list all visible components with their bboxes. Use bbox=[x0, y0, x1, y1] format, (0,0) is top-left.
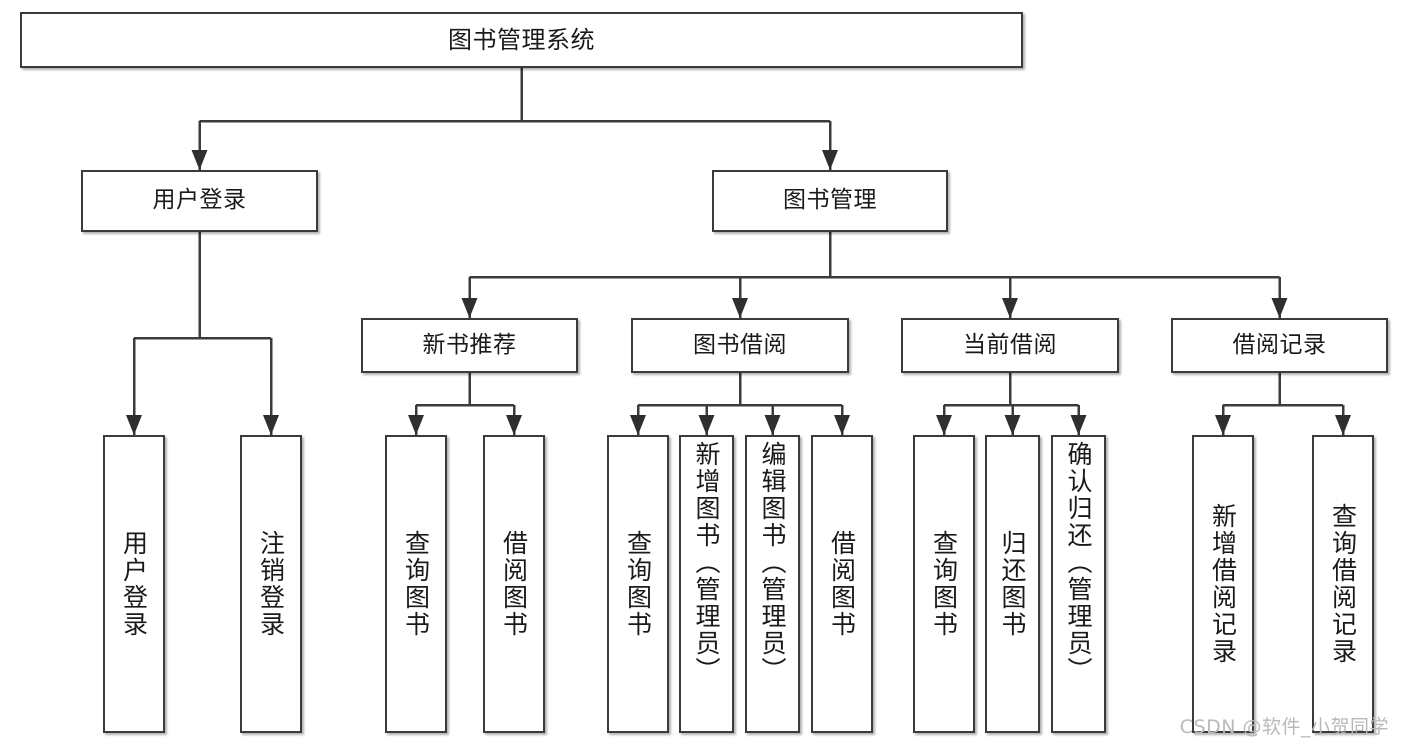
node-leaf-borrow-book-2: 借阅图书 bbox=[811, 435, 873, 733]
arrow-head bbox=[764, 415, 781, 435]
node-leaf-query-book-2: 查询图书 bbox=[607, 435, 669, 733]
node-leaf-edit-book: 编辑图书（管理员） bbox=[745, 435, 800, 733]
arrow-head bbox=[936, 415, 952, 435]
arrow-head bbox=[506, 415, 522, 435]
node-label: 用户登录 bbox=[119, 530, 149, 638]
node-l3-current-borrow: 当前借阅 bbox=[901, 318, 1119, 373]
node-label: 图书借阅 bbox=[693, 331, 787, 358]
node-leaf-add-book: 新增图书（管理员） bbox=[679, 435, 734, 733]
node-label: 图书管理 bbox=[783, 187, 877, 214]
node-leaf-query-book-3: 查询图书 bbox=[913, 435, 975, 733]
node-leaf-borrow-book-1: 借阅图书 bbox=[483, 435, 545, 733]
node-label: 借阅图书 bbox=[827, 530, 857, 638]
node-leaf-return-book: 归还图书 bbox=[985, 435, 1040, 733]
node-label: 新增图书（管理员） bbox=[692, 441, 721, 684]
node-l2-book-manage: 图书管理 bbox=[712, 170, 948, 232]
node-leaf-user-login: 用户登录 bbox=[103, 435, 165, 733]
arrow-head bbox=[822, 150, 838, 170]
node-label: 查询图书 bbox=[401, 530, 431, 638]
node-label: 查询借阅记录 bbox=[1328, 503, 1358, 665]
arrow-head bbox=[834, 415, 850, 435]
node-l3-borrow-record: 借阅记录 bbox=[1171, 318, 1388, 373]
node-leaf-user-logout: 注销登录 bbox=[240, 435, 302, 733]
node-leaf-confirm-ret: 确认归还（管理员） bbox=[1051, 435, 1106, 733]
node-l3-book-borrow: 图书借阅 bbox=[631, 318, 849, 373]
arrow-head bbox=[126, 415, 142, 435]
node-label: 借阅图书 bbox=[499, 530, 529, 638]
node-root: 图书管理系统 bbox=[20, 12, 1023, 68]
arrow-head bbox=[1335, 415, 1351, 435]
node-leaf-query-book-1: 查询图书 bbox=[385, 435, 447, 733]
arrow-head bbox=[630, 415, 646, 435]
arrow-head bbox=[408, 415, 424, 435]
node-label: 查询图书 bbox=[623, 530, 653, 638]
arrow-head bbox=[732, 298, 748, 318]
arrow-head bbox=[461, 298, 478, 318]
arrow-head bbox=[1070, 415, 1087, 435]
arrow-head bbox=[1271, 298, 1288, 318]
node-label: 注销登录 bbox=[256, 530, 286, 638]
node-label: 确认归还（管理员） bbox=[1064, 441, 1093, 684]
node-label: 借阅记录 bbox=[1232, 331, 1327, 358]
arrow-head bbox=[263, 415, 279, 435]
arrow-head bbox=[191, 150, 208, 170]
node-l3-new-book-rec: 新书推荐 bbox=[361, 318, 578, 373]
arrow-head bbox=[1002, 298, 1018, 318]
arrow-head bbox=[698, 415, 715, 435]
node-label: 图书管理系统 bbox=[448, 25, 595, 54]
arrow-head bbox=[1215, 415, 1231, 435]
node-label: 当前借阅 bbox=[963, 331, 1057, 358]
node-label: 查询图书 bbox=[929, 530, 959, 638]
csdn-watermark: CSDN @软件_小贺同学 bbox=[1179, 716, 1389, 738]
arrow-head bbox=[1004, 415, 1021, 435]
node-l2-user-login: 用户登录 bbox=[81, 170, 318, 232]
node-leaf-add-record: 新增借阅记录 bbox=[1192, 435, 1254, 733]
node-label: 归还图书 bbox=[998, 530, 1027, 638]
node-leaf-query-record: 查询借阅记录 bbox=[1312, 435, 1374, 733]
node-label: 新书推荐 bbox=[422, 331, 517, 358]
node-label: 用户登录 bbox=[152, 187, 247, 214]
node-label: 新增借阅记录 bbox=[1208, 503, 1238, 665]
node-label: 编辑图书（管理员） bbox=[758, 441, 787, 684]
